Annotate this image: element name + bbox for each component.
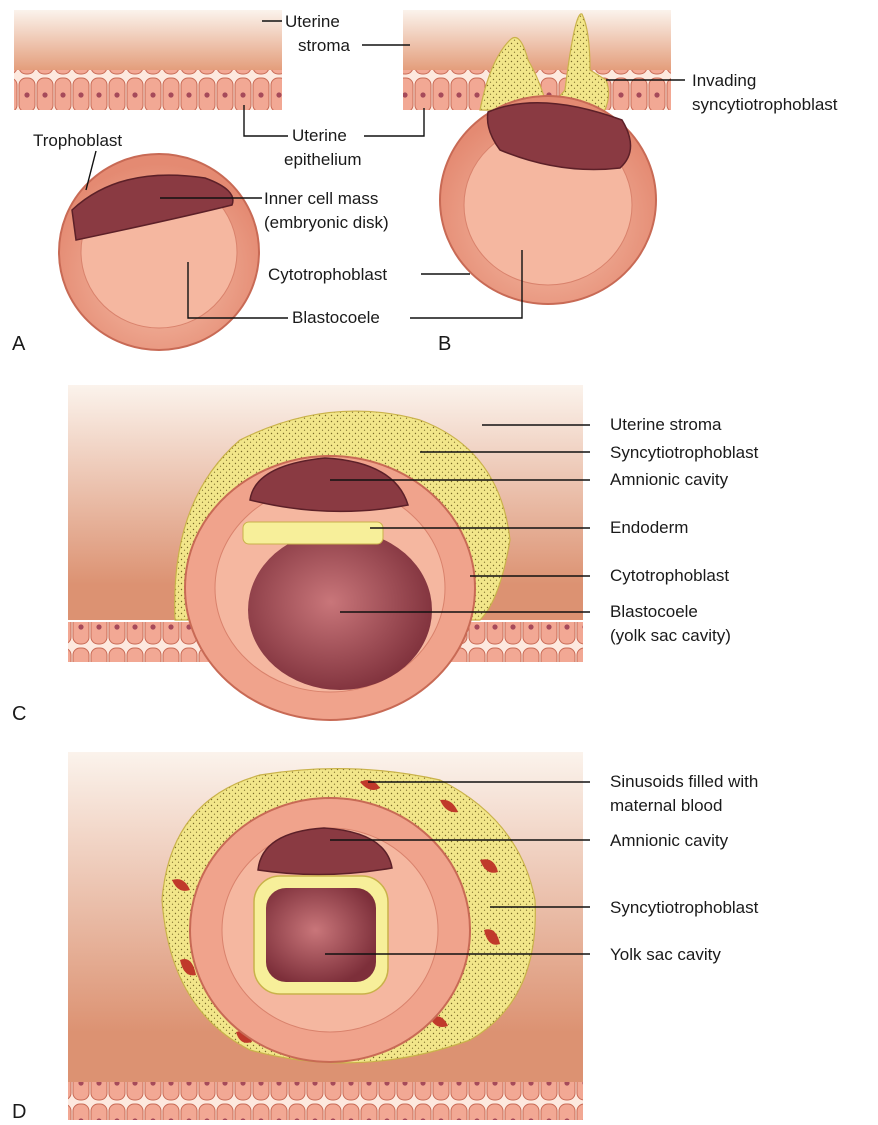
label-c-uterine-stroma: Uterine stroma	[610, 415, 722, 434]
panel-d-blastocyst	[190, 798, 470, 1062]
panel-d-epithelium	[68, 1082, 583, 1120]
label-c-amnionic: Amnionic cavity	[610, 470, 729, 489]
label-c-blastocoele-2: (yolk sac cavity)	[610, 626, 731, 645]
panel-b: B	[403, 10, 671, 355]
label-d-amnionic: Amnionic cavity	[610, 831, 729, 850]
label-inner-cell-mass-1: Inner cell mass	[264, 189, 378, 208]
panel-a-stroma	[14, 10, 282, 72]
label-uterine-epithelium-1: Uterine	[292, 126, 347, 145]
label-uterine-stroma-2: stroma	[298, 36, 351, 55]
panel-c-endoderm	[243, 522, 383, 544]
panel-c-letter: C	[12, 703, 26, 725]
label-d-sinusoids-2: maternal blood	[610, 796, 722, 815]
label-uterine-epithelium-2: epithelium	[284, 150, 362, 169]
label-d-yolk-sac: Yolk sac cavity	[610, 945, 721, 964]
panel-a-letter: A	[12, 333, 26, 355]
label-invading-syncytio-2: syncytiotrophoblast	[692, 95, 838, 114]
panel-b-stroma	[403, 10, 671, 72]
label-trophoblast: Trophoblast	[33, 131, 122, 150]
panel-c: C Uterine stroma Syncytiotrophoblast Amn…	[12, 385, 759, 725]
panel-c-blastocyst	[185, 456, 475, 720]
label-c-blastocoele-1: Blastocoele	[610, 602, 698, 621]
label-cytotrophoblast-b: Cytotrophoblast	[268, 265, 387, 284]
label-c-cytotrophoblast: Cytotrophoblast	[610, 566, 729, 585]
panel-a: A	[12, 10, 282, 355]
panel-b-blastocyst	[440, 96, 656, 304]
panel-a-epithelium	[14, 70, 282, 110]
panel-d: D Sinusoids filled with maternal blood A…	[12, 752, 759, 1123]
label-invading-syncytio-1: Invading	[692, 71, 756, 90]
label-blastocoele-ab: Blastocoele	[292, 308, 380, 327]
label-c-endoderm: Endoderm	[610, 518, 688, 537]
panel-a-blastocyst	[59, 154, 259, 350]
label-c-syncytio: Syncytiotrophoblast	[610, 443, 759, 462]
label-uterine-stroma-1: Uterine	[285, 12, 340, 31]
panel-d-letter: D	[12, 1101, 26, 1123]
panel-d-yolk-sac-cavity	[266, 888, 376, 982]
panel-c-cavity	[248, 530, 432, 690]
label-d-syncytio: Syncytiotrophoblast	[610, 898, 759, 917]
label-d-sinusoids-1: Sinusoids filled with	[610, 772, 758, 791]
label-inner-cell-mass-2: (embryonic disk)	[264, 213, 389, 232]
panel-b-letter: B	[438, 333, 451, 355]
